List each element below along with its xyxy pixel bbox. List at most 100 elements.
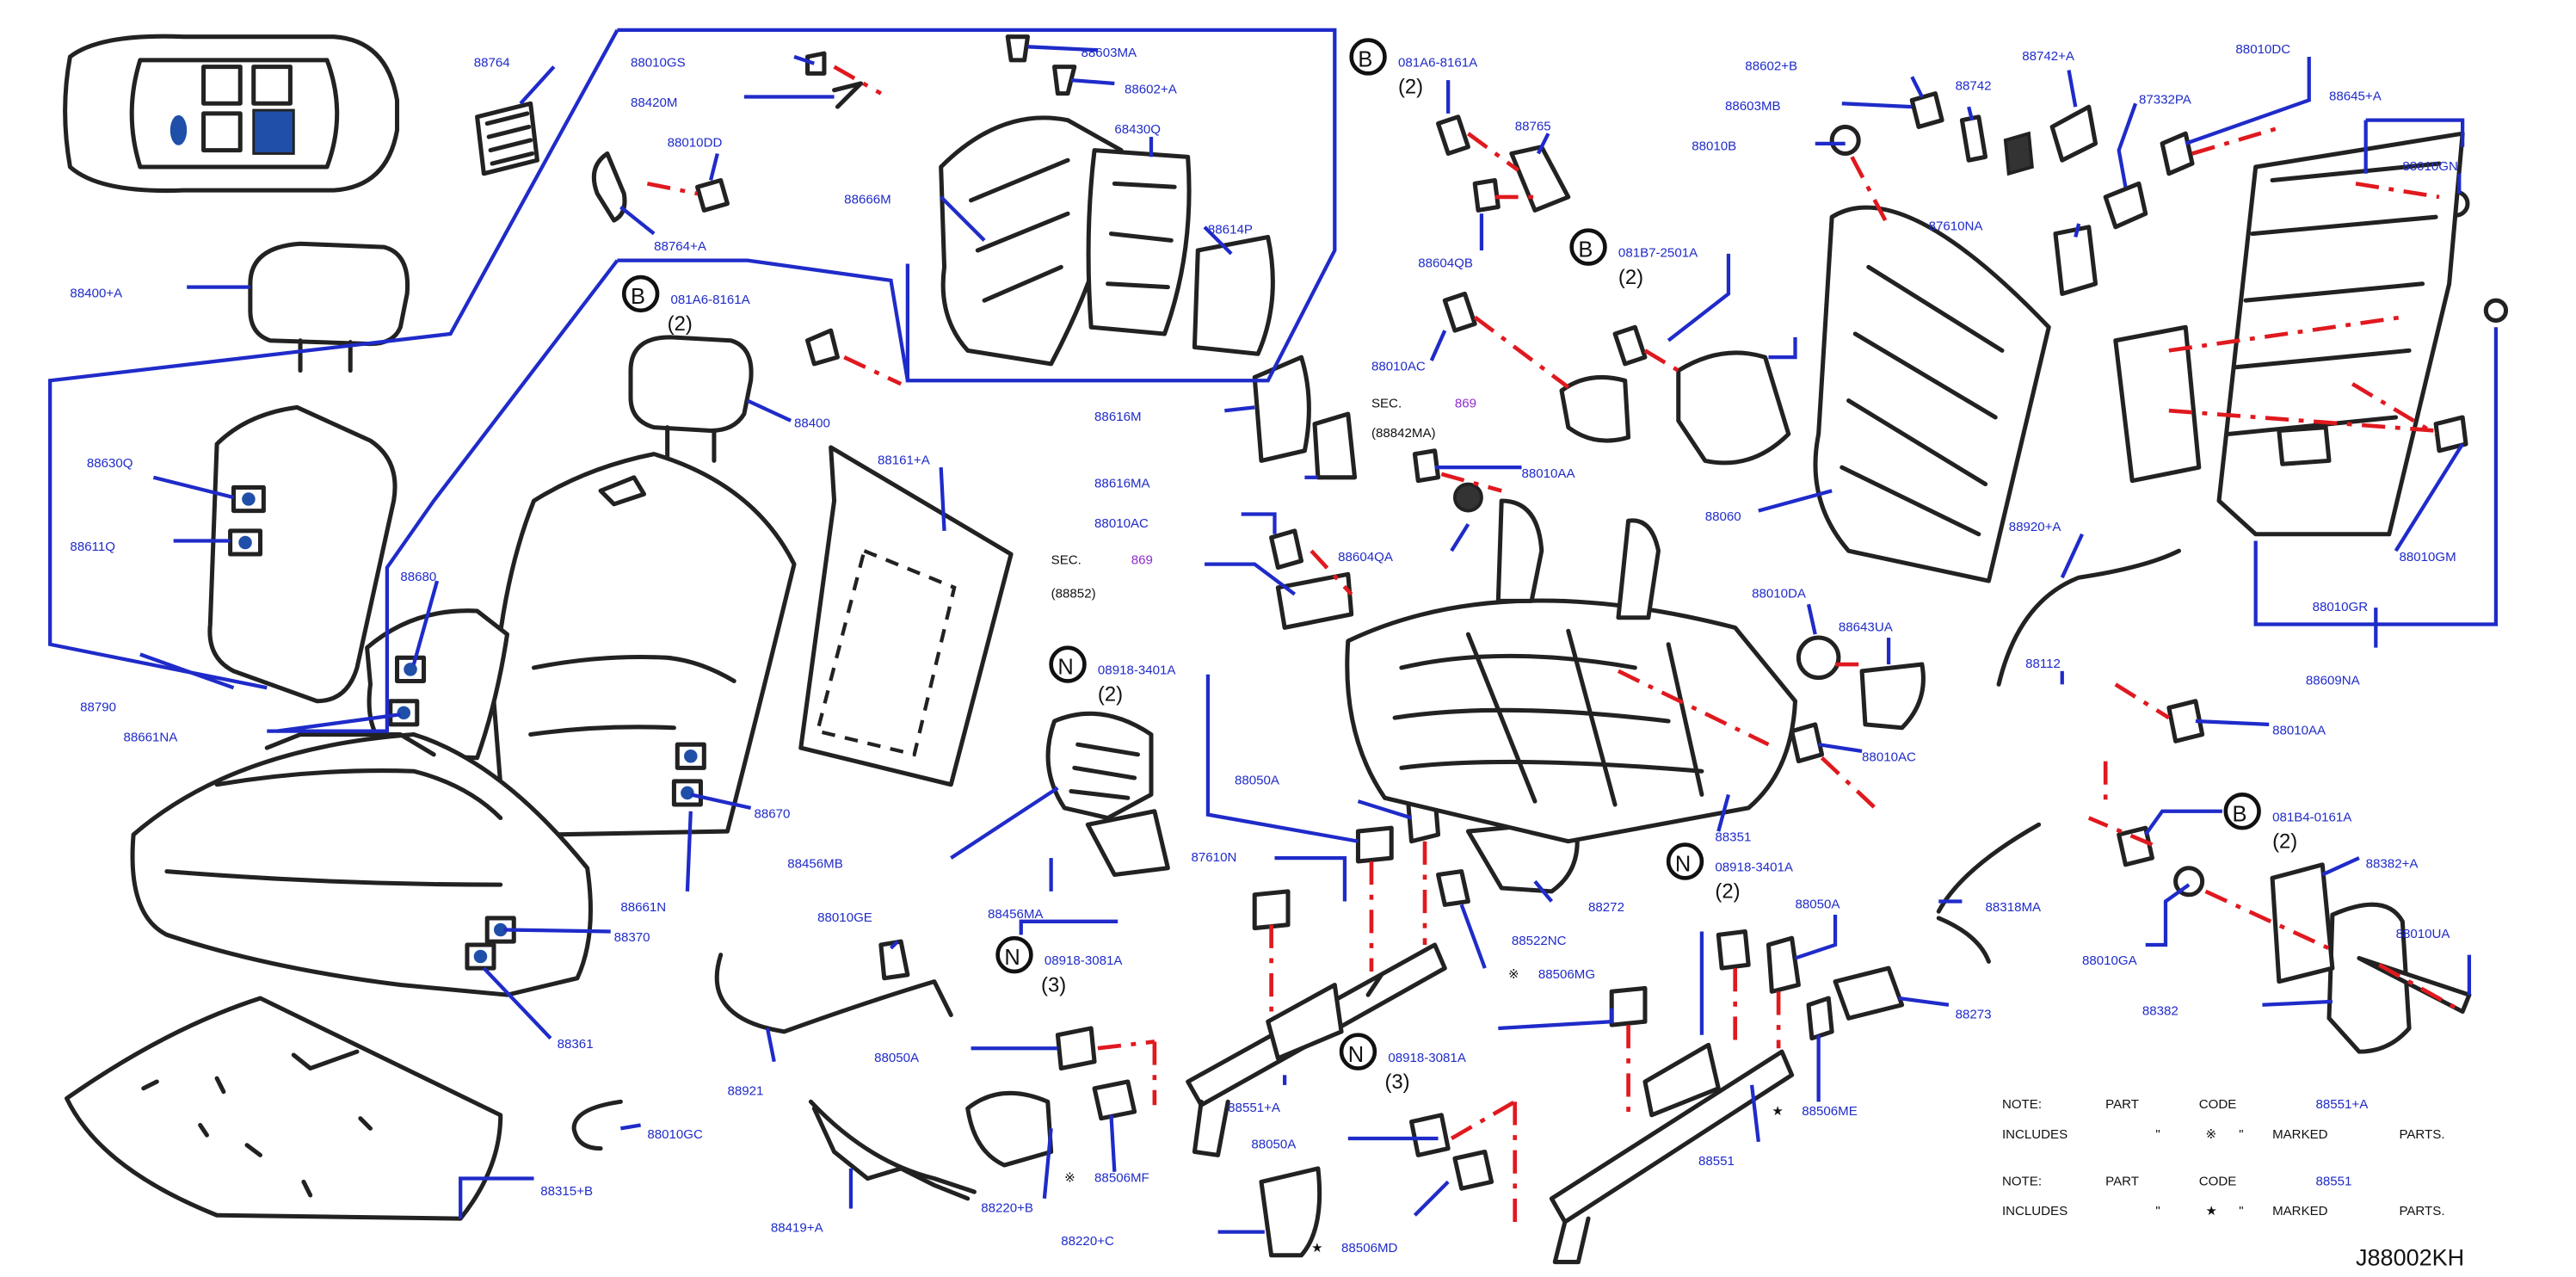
leader-lines — [48, 28, 2499, 1234]
seat-cushion-icon — [130, 732, 593, 997]
part-label: 88666M — [844, 193, 891, 207]
part-label: 88318MA — [1986, 900, 2042, 915]
note-word: " — [2239, 1204, 2243, 1218]
part-label: 88661N — [620, 900, 666, 915]
part-label: 88645+A — [2329, 89, 2382, 103]
part-label: 081B4-0161A — [2272, 810, 2352, 824]
part-label: 88790 — [80, 700, 116, 714]
diagram-code: J88002KH — [2356, 1244, 2464, 1270]
note-block: NOTE: PART CODE 88551+A INCLUDES " ※ " M… — [2002, 1097, 2445, 1218]
part-label: 88604QB — [1418, 256, 1473, 270]
section-reference: SEC. 869 (88852) — [1051, 553, 1153, 601]
part-label: 88112 — [2025, 657, 2061, 671]
seatback-icon — [491, 452, 797, 837]
note-word: PART — [2105, 1097, 2139, 1112]
note-mark: ※ — [2206, 1127, 2217, 1142]
part-label: 88742 — [1956, 79, 1992, 94]
part-label: 88351 — [1715, 830, 1751, 845]
part-label: 081B7-2501A — [1618, 246, 1698, 261]
nut-spec-callout: N 08918-3401A (2) — [1049, 645, 1176, 706]
headrest-icon — [628, 335, 754, 463]
part-label: 081A6-8161A — [1398, 56, 1478, 71]
callout-circle-letter: B — [2233, 802, 2247, 826]
callout-circle-letter: B — [1358, 48, 1372, 72]
marked-part-callout: ※ 88506MF — [1064, 1170, 1149, 1185]
part-label: 88609NA — [2306, 673, 2361, 688]
seatback-panel-icon — [207, 404, 397, 704]
note-word: MARKED — [2272, 1127, 2328, 1142]
floor-mat-icon — [65, 996, 503, 1221]
part-label: 88764+A — [654, 239, 707, 254]
part-label: 88050A — [1795, 897, 1840, 911]
nut-spec-callout: N 08918-3081A (3) — [995, 935, 1123, 996]
quantity: (3) — [1041, 973, 1066, 996]
part-label: 88456MB — [787, 857, 843, 872]
note-word: " — [2155, 1127, 2160, 1142]
section-reference: SEC. 869 (88842MA) — [1371, 396, 1476, 441]
part-label: 88273 — [1956, 1007, 1992, 1021]
assembly-lines — [646, 65, 2464, 1232]
note-mark: ★ — [2206, 1204, 2218, 1218]
part-label: 88551+A — [1228, 1101, 1281, 1115]
part-label: 88616M — [1094, 410, 1141, 424]
mark-symbol: ※ — [1508, 967, 1519, 982]
section-label: SEC. — [1051, 553, 1082, 568]
part-label: 88400+A — [70, 286, 123, 300]
part-label: 88010GR — [2313, 600, 2369, 614]
headrest-icon — [248, 241, 410, 373]
part-label: 88551 — [1698, 1154, 1735, 1169]
seatback-frame-rear-icon — [1676, 205, 2051, 583]
part-label: 87610N — [1192, 850, 1237, 865]
part-label: 88602+B — [1745, 59, 1797, 73]
part-label: 08918-3081A — [1388, 1051, 1466, 1065]
part-label: 88010GN — [2402, 159, 2458, 174]
part-label: 88382+A — [2366, 857, 2419, 872]
part-label: 88603MA — [1082, 46, 1137, 60]
part-label: 88010GC — [647, 1127, 703, 1142]
marked-part-callout: ★ 88506ME — [1772, 1104, 1857, 1119]
part-label: 88272 — [1588, 900, 1624, 915]
section-label: SEC. — [1371, 396, 1402, 410]
part-label: 08918-3401A — [1098, 663, 1176, 678]
note-word: INCLUDES — [2002, 1204, 2068, 1218]
nut-spec-callout: N 08918-3081A (3) — [1339, 1033, 1467, 1094]
part-label: 88050A — [1235, 774, 1280, 788]
part-label: 87610NA — [1929, 219, 1984, 234]
callout-circle-letter: N — [1004, 946, 1020, 970]
part-label: 88742+A — [2022, 49, 2075, 64]
seatback-frame-icon — [939, 115, 1275, 367]
part-label: 88382 — [2142, 1003, 2179, 1018]
part-label: 68430Q — [1114, 122, 1161, 137]
part-label: 88010GM — [2399, 550, 2456, 564]
bolt-spec-callout: B 081B4-0161A (2) — [2223, 793, 2352, 853]
part-label: 88920+A — [2009, 520, 2062, 534]
part-label: 88370 — [614, 930, 650, 945]
note-word: MARKED — [2272, 1204, 2328, 1218]
part-label: 88010DA — [1752, 586, 1807, 601]
part-label: 88921 — [727, 1084, 763, 1099]
ring-clip-icon — [571, 1099, 623, 1151]
section-number: 869 — [1131, 553, 1153, 568]
note-word: PARTS. — [2399, 1127, 2444, 1142]
part-label: 88010DC — [2235, 42, 2290, 57]
marked-part-callout: ★ 88506MD — [1311, 1241, 1397, 1255]
part-label: 88161+A — [878, 453, 931, 467]
part-label: 88419+A — [771, 1221, 824, 1236]
callout-circle-letter: B — [1578, 238, 1593, 262]
part-label: 08918-3081A — [1045, 953, 1123, 968]
note-word: NOTE: — [2002, 1174, 2042, 1188]
trim-cover-icons — [965, 355, 2472, 1258]
part-label: 88361 — [558, 1037, 594, 1052]
part-label: 88764 — [474, 56, 510, 71]
part-label: 88010DD — [668, 136, 723, 151]
quantity: (2) — [1715, 880, 1740, 904]
part-label: 88506ME — [1802, 1104, 1858, 1119]
callout-circle-letter: N — [1057, 656, 1073, 680]
part-label: 88060 — [1705, 509, 1741, 524]
part-label: 87332PA — [2139, 92, 2192, 107]
note-word: NOTE: — [2002, 1097, 2042, 1112]
part-label: 88420M — [631, 96, 677, 110]
cushion-frame-icon — [1345, 498, 1798, 844]
seatback-board-icon — [798, 445, 1014, 787]
